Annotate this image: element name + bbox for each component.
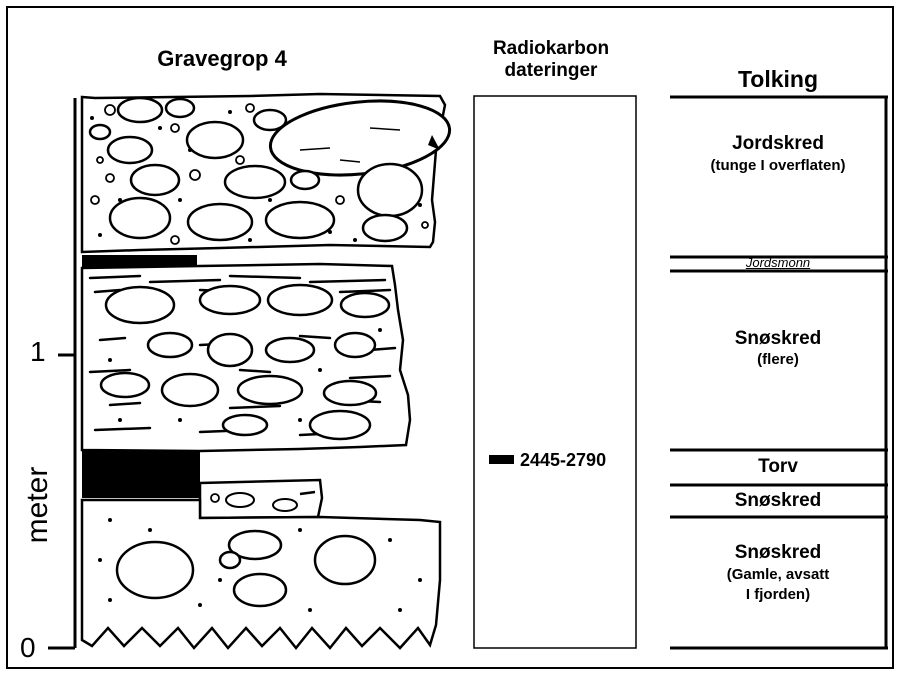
interp-snoskred-gamle-title: Snøskred: [735, 542, 822, 563]
layer-jordskred-profile: [82, 93, 453, 252]
radiocarbon-column: [474, 96, 636, 648]
depth-axis-label: meter: [21, 467, 55, 544]
interp-snoskred-gamle-subtitle-2: I fjorden): [746, 587, 810, 604]
interp-snoskred-flere-title: Snøskred: [735, 328, 822, 349]
interp-jordsmonn-title: Jordsmonn: [746, 256, 810, 271]
tick-label-0: 0: [20, 632, 36, 664]
layer-snoskred-gamle-profile: [82, 500, 440, 648]
interpretation-title: Tolking: [738, 66, 818, 93]
radiocarbon-sample-marker: [489, 455, 514, 464]
interp-snoskred-gamle-subtitle-1: (Gamle, avsatt: [727, 567, 830, 584]
interp-snoskred-flere-subtitle: (flere): [757, 352, 799, 369]
radiocarbon-title-line2: dateringer: [505, 60, 598, 82]
tick-label-1: 1: [30, 336, 46, 368]
layer-snoskred-flere-profile: [82, 264, 410, 451]
interp-torv-title: Torv: [758, 456, 798, 477]
profile-title: Gravegrop 4: [157, 46, 287, 72]
torv-band: [82, 450, 200, 498]
depth-axis: [48, 98, 75, 648]
radiocarbon-title-line1: Radiokarbon: [493, 38, 609, 60]
interp-snoskred-thin-title: Snøskred: [735, 490, 822, 511]
interp-jordskred-title: Jordskred: [732, 133, 824, 154]
interp-jordskred-subtitle: (tunge I overflaten): [710, 158, 845, 175]
layer-snoskred-thin-profile: [200, 480, 322, 518]
radiocarbon-date-label: 2445-2790: [520, 450, 606, 471]
